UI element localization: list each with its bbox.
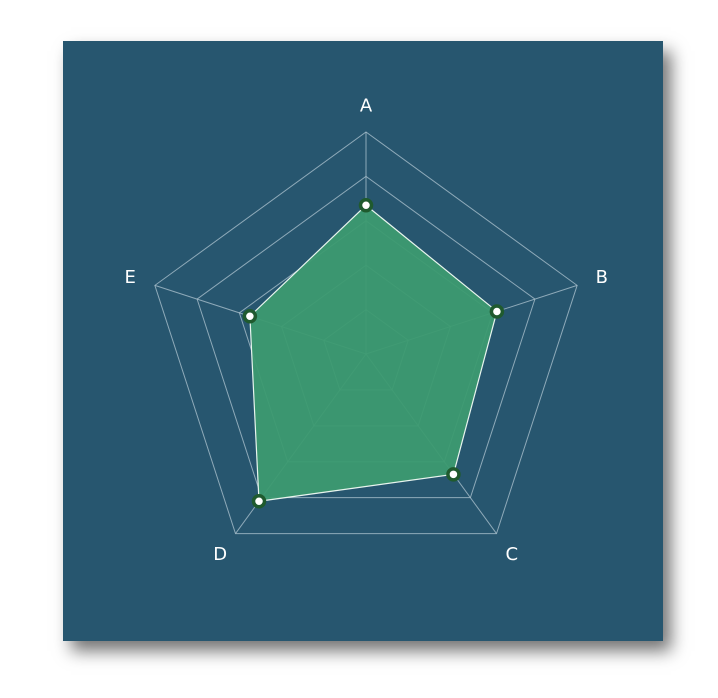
data-point-e bbox=[242, 309, 258, 324]
axis-label-b: B bbox=[596, 267, 608, 288]
data-point-b bbox=[489, 304, 505, 319]
grid-ring-4 bbox=[196, 175, 536, 499]
grid-ring-5 bbox=[154, 131, 578, 535]
radar-chart: A B C D E bbox=[63, 41, 663, 641]
axis-label-d: D bbox=[213, 544, 227, 565]
axis-label-e: E bbox=[124, 267, 135, 288]
data-point-c bbox=[446, 467, 461, 482]
data-point-d bbox=[251, 494, 267, 509]
data-point-a bbox=[358, 198, 374, 213]
series-area bbox=[249, 204, 498, 502]
axis-label-c: C bbox=[505, 544, 518, 565]
chart-card: A B C D E bbox=[63, 41, 663, 641]
data-series bbox=[249, 204, 498, 502]
axis-label-a: A bbox=[360, 96, 373, 117]
data-markers bbox=[242, 198, 505, 509]
axis-labels: A B C D E bbox=[124, 96, 608, 566]
